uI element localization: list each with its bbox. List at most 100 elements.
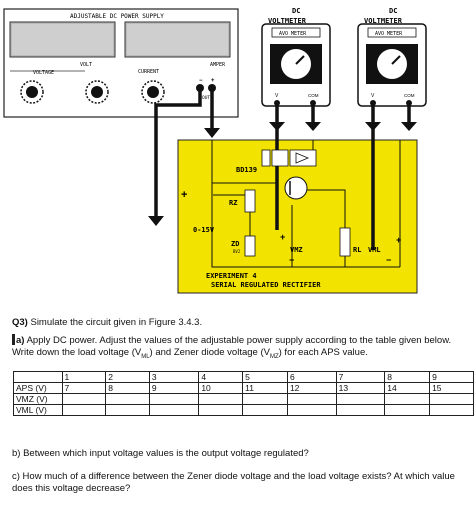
table-cell-input[interactable] [242,404,288,416]
table-cell-input[interactable] [105,404,150,416]
table-cell-input[interactable] [429,404,474,416]
svg-text:−: − [199,78,203,84]
bd139-label: BD139 [236,166,257,174]
part-a-text-1: Apply DC power. Adjust the values of the… [12,335,452,358]
table-cell: VML (V) [13,404,63,416]
meter1-title-a: DC [292,7,300,15]
table-header-cell: 7 [335,371,386,383]
svg-text:V: V [266,72,270,78]
psu-ampere-label: AMPER [210,62,226,68]
voltage-coarse-knob[interactable] [20,80,44,104]
vmz-label: VMZ [290,246,303,254]
table-cell-input[interactable] [335,404,386,416]
part-a-sub-1: ML [141,353,150,360]
table-header-cell: 3 [148,371,200,383]
meter1-title-b: VOLTMETER [268,17,307,25]
zd-sub-label: BV2 [233,249,241,254]
table-cell: VMZ (V) [13,393,63,405]
measurement-table: 1 2 3 4 5 6 7 8 9 APS (V) 7 8 9 10 11 12… [13,371,474,416]
part-a-sub-2: MZ [269,353,279,360]
resistor-rl [339,227,351,257]
table-header-cell [13,371,63,383]
rl-label: RL [353,246,361,254]
psu-volt-label: VOLT [80,62,92,68]
rz-label: RZ [229,199,237,207]
table-cell-input[interactable] [384,393,431,405]
table-cell: 10 [198,382,244,394]
experiment-subtitle: SERIAL REGULATED RECTIFIER [211,281,321,289]
table-cell-input[interactable] [242,393,288,405]
part-a-label: a) [16,335,25,346]
svg-text:−: − [386,255,391,265]
table-cell-input[interactable] [105,393,150,405]
psu-out-label: OUT [202,95,210,101]
table-cell-input[interactable] [198,404,244,416]
table-cell-input[interactable] [148,404,200,416]
table-cell: 9 [148,382,200,394]
table-row: APS (V) 7 8 9 10 11 12 13 14 15 [13,382,474,394]
table-cell-input[interactable] [61,393,107,405]
meter2-v: V [371,93,375,99]
table-header-cell: 1 [61,371,107,383]
table-cell-input[interactable] [335,393,386,405]
svg-text:V: V [362,72,366,78]
table-cell: 11 [242,382,288,394]
svg-text:+: + [280,232,285,242]
table-cell-input[interactable] [384,404,431,416]
table-header-cell: 8 [384,371,431,383]
table-cell-input[interactable] [61,404,107,416]
table-cell: 12 [286,382,337,394]
meter2-title-a: DC [389,7,397,15]
meter2-sub: AVO METER [375,31,403,37]
table-cell: 8 [105,382,150,394]
zener-diode [244,235,256,257]
resistor-rz [244,189,256,213]
table-cell-input[interactable] [148,393,200,405]
svg-text:+: + [396,235,401,245]
range-label: 0-15V [193,226,215,234]
vml-label: VML [368,246,381,254]
table-cell-input[interactable] [286,404,337,416]
table-row: VML (V) [13,404,474,416]
transistor-bd139: BD139 [236,149,317,200]
table-header-cell: 9 [429,371,474,383]
table-header-cell: 6 [286,371,337,383]
table-row: VMZ (V) [13,393,474,405]
question-3c: c) How much of a difference between the … [12,471,455,494]
table-cell-input[interactable] [429,393,474,405]
table-cell-input[interactable] [286,393,337,405]
meter1-v: V [275,93,279,99]
meter1-sub: AVO METER [279,31,307,37]
power-supply: ADJUSTABLE DC POWER SUPPLY VOLT AMPER VO… [3,8,239,118]
question-3b: b) Between which input voltage values is… [12,448,309,459]
current-knob[interactable] [141,80,165,104]
psu-title: ADJUSTABLE DC POWER SUPPLY [70,13,164,20]
table-cell: 14 [384,382,431,394]
meter2-title-b: VOLTMETER [364,17,403,25]
voltmeter-2: DC VOLTMETER AVO METER V V COM [357,7,427,107]
table-cell-input[interactable] [198,393,244,405]
svg-text:+: + [211,78,215,84]
circuit-figure: ADJUSTABLE DC POWER SUPPLY VOLT AMPER VO… [3,7,427,294]
table-cell: APS (V) [13,382,63,394]
meter2-com: COM [404,93,415,98]
psu-voltage-label: VOLTAGE [33,70,54,76]
question-3-text: Simulate the circuit given in Figure 3.4… [27,317,203,328]
table-cell: 15 [429,382,474,394]
question-3: Q3) Simulate the circuit given in Figure… [12,317,202,328]
question-3a: a) Apply DC power. Adjust the values of … [12,334,464,363]
voltage-fine-knob[interactable] [85,80,109,104]
table-cell: 13 [335,382,386,394]
part-a-text-3: ) for each APS value. [278,347,368,358]
plugs [148,122,417,226]
text-cursor-mark [12,334,15,345]
psu-current-label: CURRENT [138,69,159,75]
svg-text:+: + [181,189,187,201]
table-header-cell: 5 [242,371,288,383]
table-header-cell: 2 [105,371,150,383]
table-header-cell: 4 [198,371,244,383]
experiment-label: EXPERIMENT 4 [206,272,257,280]
voltmeter-1: DC VOLTMETER AVO METER V V COM [261,7,331,107]
meter1-com: COM [308,93,319,98]
question-3-label: Q3) [12,317,28,328]
